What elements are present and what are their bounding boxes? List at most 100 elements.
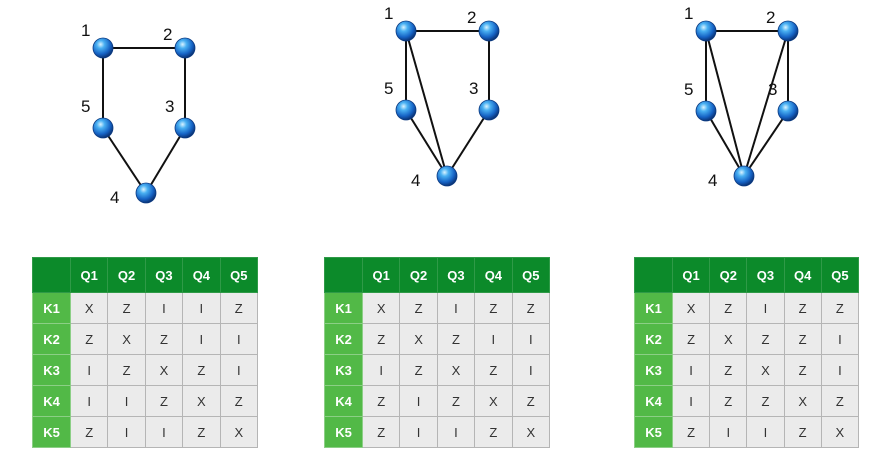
node-3 (478, 99, 500, 121)
table-cell: I (219, 354, 259, 386)
edge-1-4 (705, 30, 745, 177)
edge-4-5 (102, 127, 147, 194)
row-header: K3 (634, 354, 673, 386)
table-cell: Z (219, 292, 259, 324)
table-cell: I (474, 323, 513, 355)
table-cell: Z (746, 385, 785, 417)
row-header: K3 (324, 354, 363, 386)
table-cell: X (69, 292, 109, 324)
row-header: K4 (324, 385, 363, 417)
column-header: Q4 (783, 257, 822, 293)
table-cell: I (182, 323, 221, 355)
row-header: K5 (32, 416, 71, 448)
table-cell: Z (182, 416, 221, 448)
table-cell: Z (436, 323, 476, 355)
table-cell: Z (144, 323, 184, 355)
table-cell: X (820, 416, 860, 448)
table-cell: Z (783, 292, 822, 324)
node-label-1: 1 (684, 4, 693, 23)
node-5 (695, 100, 717, 122)
table-cell: Z (69, 323, 109, 355)
table-cell: X (709, 323, 748, 355)
node-label-1: 1 (81, 21, 90, 40)
row-header: K1 (32, 292, 71, 324)
table-cell: Z (361, 323, 401, 355)
table-cell: X (436, 354, 476, 386)
table-cell: I (436, 292, 476, 324)
table-cell: Z (709, 292, 748, 324)
column-header: Q1 (69, 257, 109, 293)
node-1 (695, 20, 717, 42)
table-cell: Z (746, 323, 785, 355)
table-cell: X (474, 385, 513, 417)
table-cell: I (219, 323, 259, 355)
node-1 (92, 37, 114, 59)
table-cell: I (69, 385, 109, 417)
table-cell: Z (107, 354, 146, 386)
row-header: K2 (32, 323, 71, 355)
row-header: K5 (324, 416, 363, 448)
node-2 (777, 20, 799, 42)
node-label-5: 5 (81, 97, 90, 116)
table-cell: X (219, 416, 259, 448)
table-cell: Z (820, 385, 860, 417)
node-5 (92, 117, 114, 139)
table-cell: I (69, 354, 109, 386)
column-header: Q4 (182, 257, 221, 293)
edge-1-4 (405, 30, 448, 177)
edge-3-4 (145, 127, 186, 194)
edge-3-4 (446, 109, 490, 177)
corner-cell (32, 257, 71, 293)
table-cell: I (709, 416, 748, 448)
row-header: K2 (634, 323, 673, 355)
node-label-3: 3 (469, 79, 478, 98)
table-cell: X (107, 323, 146, 355)
edge-3-4 (743, 110, 789, 177)
node-label-4: 4 (708, 171, 717, 190)
table-cell: Z (709, 354, 748, 386)
table-cell: X (182, 385, 221, 417)
table-cell: I (107, 416, 146, 448)
column-header: Q1 (671, 257, 711, 293)
column-header: Q5 (820, 257, 860, 293)
column-header: Q5 (511, 257, 551, 293)
node-label-3: 3 (165, 97, 174, 116)
table-cell: I (820, 354, 860, 386)
corner-cell (634, 257, 673, 293)
node-2 (174, 37, 196, 59)
table-cell: Z (107, 292, 146, 324)
table-cell: X (144, 354, 184, 386)
table-cell: Z (511, 385, 551, 417)
node-3 (174, 117, 196, 139)
table-cell: I (820, 323, 860, 355)
table-cell: Z (474, 416, 513, 448)
table-cell: Z (671, 416, 711, 448)
table-cell: Z (783, 416, 822, 448)
row-header: K4 (32, 385, 71, 417)
table-cell: X (361, 292, 401, 324)
table-cell: Z (783, 354, 822, 386)
row-header: K5 (634, 416, 673, 448)
node-3 (777, 100, 799, 122)
table-cell: Z (399, 292, 438, 324)
column-header: Q3 (746, 257, 785, 293)
table-cell: X (746, 354, 785, 386)
node-label-5: 5 (684, 80, 693, 99)
row-header: K4 (634, 385, 673, 417)
